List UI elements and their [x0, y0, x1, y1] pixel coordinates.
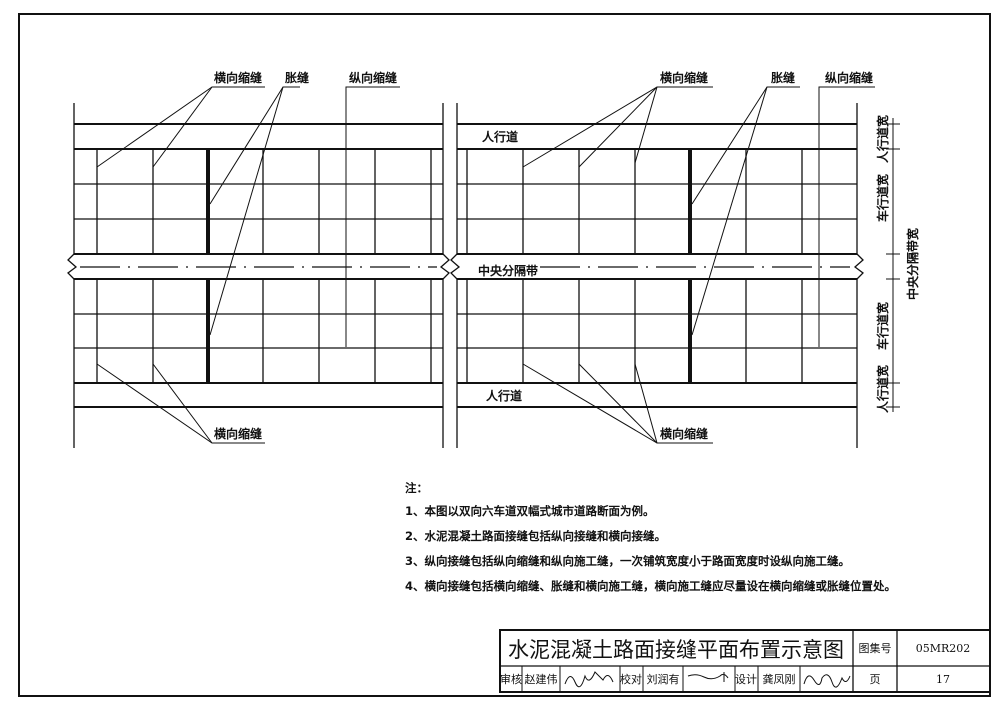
label-longitudinal-joint: 纵向缩缝	[349, 70, 397, 85]
dim-sidewalk-bottom: 人行道宽	[875, 365, 890, 413]
drawing-title: 水泥混凝土路面接缝平面布置示意图	[508, 638, 844, 662]
dim-carriageway-bottom: 车行道宽	[875, 302, 890, 350]
dim-carriageway-top: 车行道宽	[875, 174, 890, 222]
notes-heading: 注：	[405, 481, 428, 495]
label-transverse-joint: 横向缩缝	[214, 426, 262, 441]
reviewer-signature	[564, 671, 614, 688]
note-item: 2、水泥混凝土路面接缝包括纵向接缝和横向接缝。	[405, 529, 666, 543]
sheet-border	[18, 13, 991, 697]
page-number: 17	[936, 673, 950, 686]
designer-name: 龚凤刚	[763, 672, 796, 686]
label-expansion-joint: 胀缝	[771, 70, 795, 85]
note-item: 1、本图以双向六车道双幅式城市道路断面为例。	[405, 504, 655, 518]
note-item: 3、纵向接缝包括纵向缩缝和纵向施工缝，一次铺筑宽度小于路面宽度时设纵向施工缝。	[405, 554, 850, 568]
atlas-number: 05MR202	[916, 642, 971, 655]
designer-signature	[803, 674, 851, 688]
checker-name: 刘润有	[647, 672, 680, 686]
review-label: 审核	[500, 672, 522, 686]
check-label: 校对	[620, 672, 642, 686]
dim-sidewalk-top: 人行道宽	[875, 115, 890, 163]
notes: 注： 1、本图以双向六车道双幅式城市道路断面为例。 2、水泥混凝土路面接缝包括纵…	[405, 481, 896, 593]
label-transverse-joint: 横向缩缝	[660, 426, 708, 441]
label-longitudinal-joint: 纵向缩缝	[825, 70, 873, 85]
label-sidewalk: 人行道	[486, 388, 522, 403]
reviewer-name: 赵建伟	[525, 672, 558, 686]
design-label: 设计	[735, 673, 757, 686]
label-transverse-joint: 横向缩缝	[214, 70, 262, 85]
label-sidewalk: 人行道	[482, 129, 518, 144]
dim-median: 中央分隔带宽	[905, 228, 920, 300]
page-label: 页	[870, 673, 881, 686]
checker-signature	[687, 672, 729, 682]
label-median: 中央分隔带	[478, 263, 538, 278]
label-expansion-joint: 胀缝	[285, 70, 309, 85]
right-road-plan: 横向缩缝 胀缝 纵向缩缝 横向缩缝 人行道 人行道 中央分隔带	[450, 70, 875, 448]
dimension-chain: 人行道宽 车行道宽 中央分隔带宽 车行道宽 人行道宽	[875, 115, 920, 413]
atlas-label: 图集号	[859, 641, 892, 655]
left-road-plan: 横向缩缝 胀缝 纵向缩缝 横向缩缝	[67, 70, 450, 448]
title-block: 水泥混凝土路面接缝平面布置示意图 图集号 05MR202 页 17 审核 赵建伟…	[499, 629, 991, 693]
note-item: 4、横向接缝包括横向缩缝、胀缝和横向施工缝，横向施工缝应尽量设在横向缩缝或胀缝位…	[405, 579, 896, 593]
label-transverse-joint: 横向缩缝	[660, 70, 708, 85]
